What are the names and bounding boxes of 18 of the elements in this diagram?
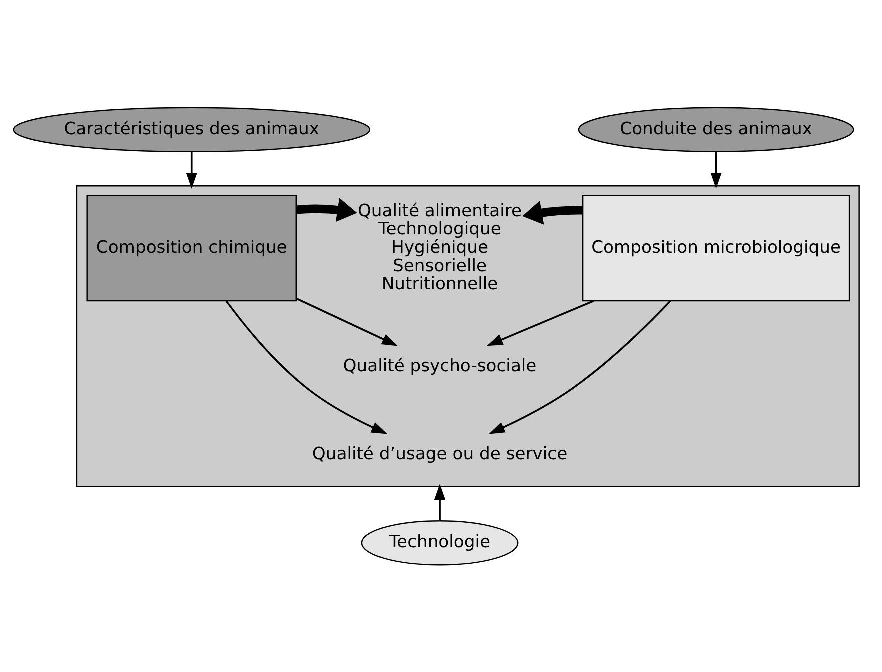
- node-text: Qualité alimentaire Technologique Hygiénique Sensorielle Nutritionnelle: [357, 200, 522, 294]
- arrow: [296, 297, 398, 346]
- node-ellipse: Caractéristiques des animaux: [12, 106, 370, 152]
- node-box: Composition chimique: [86, 194, 296, 302]
- arrow: [434, 484, 446, 521]
- arrow: [186, 152, 197, 188]
- node-ellipse: Conduite des animaux: [578, 106, 854, 152]
- arrow: [486, 300, 594, 346]
- arrow: [710, 152, 722, 188]
- node-text: Qualité psycho-sociale: [342, 356, 536, 376]
- node-text: Qualité d’usage ou de service: [312, 444, 568, 464]
- arrow: [225, 300, 388, 434]
- node-box: Composition microbiologique: [582, 194, 850, 302]
- cluster: [76, 185, 860, 487]
- arrow: [522, 200, 582, 224]
- arrow: [296, 198, 357, 222]
- arrow: [488, 300, 671, 434]
- node-ellipse: Technologie: [360, 520, 518, 566]
